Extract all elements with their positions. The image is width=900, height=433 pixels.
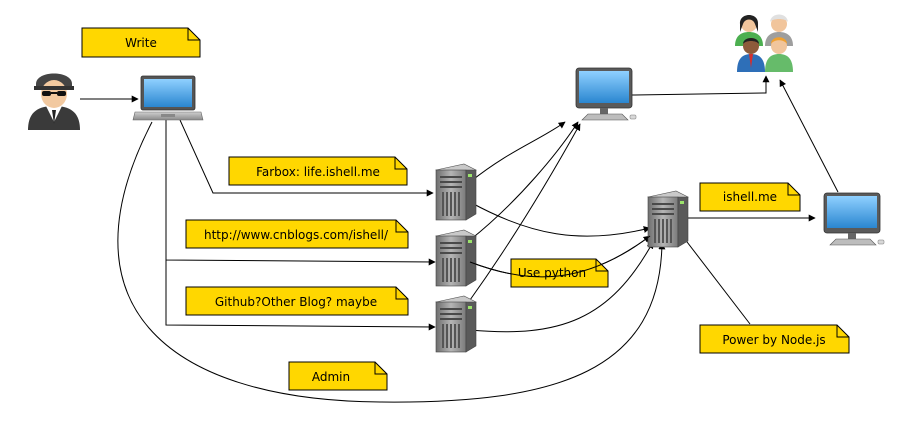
users-group-icon (735, 14, 793, 72)
edge-main-nodejs (683, 237, 751, 325)
note-nodejs: Power by Node.js (699, 324, 850, 354)
edge-github-desktop (469, 123, 581, 301)
edge-farbox-main (469, 201, 651, 237)
edge-github-main (469, 241, 654, 333)
server-icon-github (435, 295, 477, 353)
edge-cnblogs-desktop (469, 121, 579, 241)
hacker-icon (28, 73, 80, 130)
note-use-python: Use python (510, 258, 609, 288)
server-icon-farbox (435, 163, 477, 221)
note-cnblogs-label: http://www.cnblogs.com/ishell/ (204, 228, 389, 242)
note-admin: Admin (288, 361, 388, 391)
note-nodejs-label: Power by Node.js (722, 333, 825, 347)
server-icon-cnblogs (435, 229, 477, 287)
note-ishell-me-label: ishell.me (723, 190, 777, 204)
desktop-icon-right (823, 192, 885, 246)
edge-python-overlay (469, 235, 651, 278)
edge-desktop-right-users (779, 79, 839, 193)
laptop-icon (132, 75, 204, 121)
note-cnblogs: http://www.cnblogs.com/ishell/ (185, 219, 409, 249)
note-github: Github?Other Blog? maybe (185, 286, 409, 316)
note-ishell-me: ishell.me (699, 182, 801, 212)
desktop-icon-top (575, 67, 637, 121)
edge-farbox-desktop (469, 121, 566, 183)
note-github-label: Github?Other Blog? maybe (215, 295, 377, 309)
connectors (80, 75, 839, 403)
edge-laptop-server-farbox (179, 119, 434, 197)
note-write: Write (81, 27, 201, 58)
server-icon-main (647, 190, 689, 248)
note-admin-label: Admin (312, 370, 350, 384)
note-farbox-label: Farbox: life.ishell.me (256, 165, 380, 179)
edge-desktop-users (631, 75, 770, 96)
note-farbox: Farbox: life.ishell.me (228, 156, 408, 186)
edge-laptop-server-github (165, 260, 436, 331)
note-write-label: Write (125, 36, 157, 50)
edge-admin (117, 121, 666, 403)
